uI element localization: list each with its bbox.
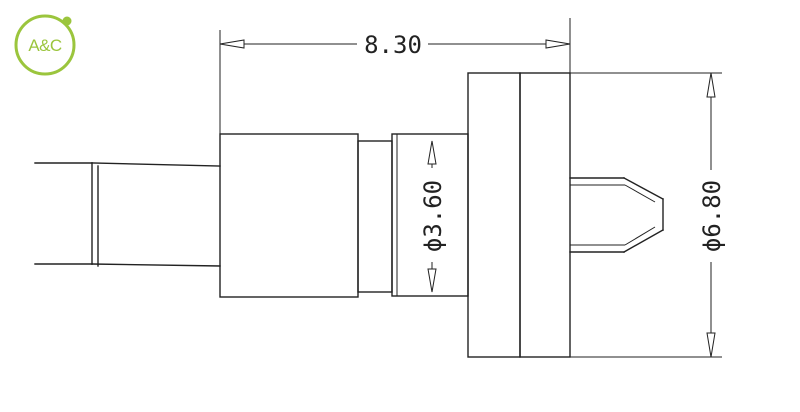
- length-arrow-right: [545, 39, 571, 49]
- outer-diameter-arrow-bottom: [706, 332, 716, 358]
- flange-right: [519, 72, 571, 358]
- length-arrow-left: [219, 39, 245, 49]
- length-dimension-label: 8.30: [364, 31, 422, 59]
- inner-diameter-label: ϕ3.60: [419, 180, 447, 252]
- brand-logo: A&C: [14, 14, 76, 76]
- logo-text: A&C: [28, 36, 61, 55]
- wire-bottom-step: [91, 263, 221, 267]
- logo-ring: [14, 14, 76, 76]
- outer-diameter-arrow-top: [706, 72, 716, 98]
- outer-diameter-label: ϕ6.80: [698, 180, 726, 252]
- pin-bottom-chamfer: [623, 229, 664, 253]
- dimension-overall-length: 8.30: [219, 18, 571, 134]
- pin-bottom-chamfer-inner: [624, 226, 656, 246]
- logo-dot: [62, 16, 72, 26]
- wire-section: [34, 162, 221, 267]
- connector-body: [219, 72, 571, 358]
- dimension-inner-diameter: ϕ3.60: [419, 140, 447, 293]
- body-left-block: [219, 133, 359, 298]
- wire-top-step: [91, 162, 221, 167]
- body-neck: [357, 140, 393, 293]
- pin-top-chamfer-inner: [624, 184, 656, 203]
- inner-diameter-arrow-top: [427, 140, 437, 165]
- flange-left: [467, 72, 521, 358]
- pin-top-chamfer: [623, 177, 664, 200]
- inner-diameter-arrow-bottom: [427, 268, 437, 293]
- connector-pin: [569, 177, 664, 253]
- dimension-outer-diameter: ϕ6.80: [570, 72, 726, 358]
